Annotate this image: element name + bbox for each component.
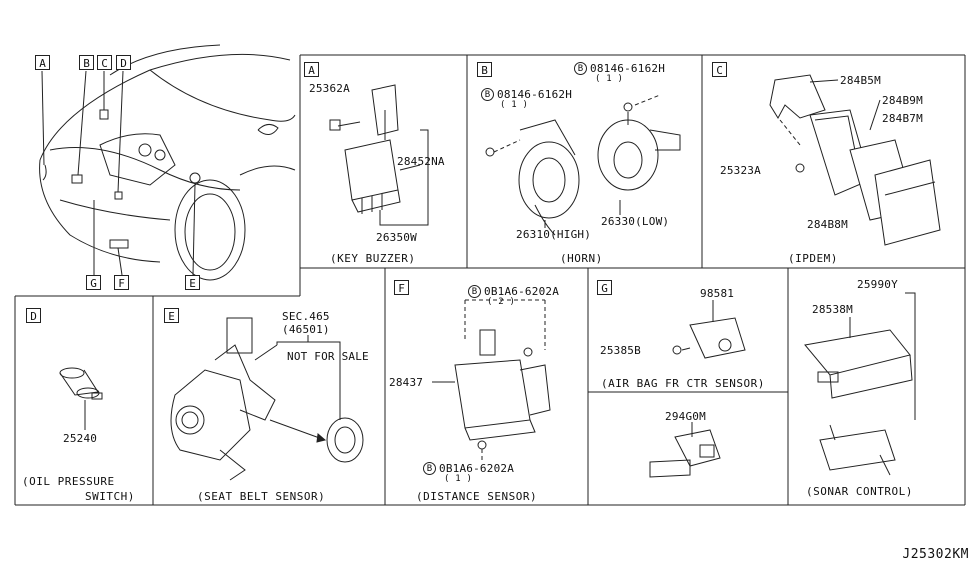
callout-g[interactable]: G: [86, 275, 101, 290]
callout-b[interactable]: B: [79, 55, 94, 70]
part-284b7m: 284B7M: [882, 112, 923, 125]
bolt-b-icon-2: B: [481, 88, 494, 101]
qty-f-top: ( 2 ): [487, 297, 516, 307]
callout-c[interactable]: C: [97, 55, 112, 70]
distance-sensor-art: [432, 299, 551, 460]
part-25362a: 25362A: [309, 82, 350, 95]
caption-oil-pressure-2: SWITCH): [85, 490, 135, 503]
bolt-b-icon-3: B: [468, 285, 481, 298]
part-26310-high: 26310(HIGH): [516, 228, 592, 241]
panel-c-letter: C: [712, 62, 727, 77]
part-284b8m: 284B8M: [807, 218, 848, 231]
horn-art: [485, 94, 681, 236]
callout-e[interactable]: E: [185, 275, 200, 290]
callout-d[interactable]: D: [116, 55, 131, 70]
callout-a[interactable]: A: [35, 55, 50, 70]
part-25323a: 25323A: [720, 164, 761, 177]
part-28452na: 28452NA: [397, 155, 445, 168]
part-294g0m: 294G0M: [665, 410, 706, 423]
module-294g0m-art: [649, 422, 721, 478]
panel-f-letter: F: [394, 280, 409, 295]
panel-d-letter: D: [26, 308, 41, 323]
diagram-code: J25302KM: [902, 547, 969, 562]
car-front-sketch: [39, 44, 296, 281]
caption-oil-pressure-1: (OIL PRESSURE: [22, 475, 115, 488]
qty-top: ( 1 ): [595, 74, 624, 84]
bolt-b-icon-4: B: [423, 462, 436, 475]
part-26350w: 26350W: [376, 231, 417, 244]
sec-465: SEC.465: [282, 310, 330, 323]
part-0b1a6-6202a-top: 0B1A6-6202A: [484, 285, 560, 298]
oil-pressure-switch-art: [59, 367, 103, 430]
part-25990y: 25990Y: [857, 278, 898, 291]
caption-air-bag-sensor: (AIR BAG FR CTR SENSOR): [601, 377, 765, 390]
part-284b9m: 284B9M: [882, 94, 923, 107]
key-buzzer-art: [329, 84, 429, 226]
panel-a-letter: A: [304, 62, 319, 77]
part-25385b: 25385B: [600, 344, 641, 357]
part-25240: 25240: [63, 432, 98, 445]
callout-f[interactable]: F: [114, 275, 129, 290]
sec-46501: (46501): [282, 323, 330, 336]
qty-f-bottom: ( 1 ): [444, 474, 473, 484]
caption-key-buzzer: (KEY BUZZER): [330, 252, 416, 265]
caption-ipdem: (IPDEM): [788, 252, 838, 265]
part-0b1a6-6202a-bottom: 0B1A6-6202A: [439, 462, 515, 475]
airbag-sensor-art: [672, 300, 746, 359]
panel-e-letter: E: [164, 308, 179, 323]
caption-distance-sensor: (DISTANCE SENSOR): [416, 490, 538, 503]
part-26330-low: 26330(LOW): [601, 215, 670, 228]
part-98581: 98581: [700, 287, 735, 300]
qty-left: ( 1 ): [500, 100, 529, 110]
caption-horn: (HORN): [560, 252, 603, 265]
caption-seat-belt-sensor: (SEAT BELT SENSOR): [197, 490, 326, 503]
caption-sonar-control: (SONAR CONTROL): [806, 485, 913, 498]
part-284b5m: 284B5M: [840, 74, 881, 87]
ipdem-art: [769, 74, 941, 246]
sonar-control-art: [804, 292, 916, 476]
panel-g-letter: G: [597, 280, 612, 295]
bolt-b-icon: B: [574, 62, 587, 75]
not-for-sale-note: NOT FOR SALE: [287, 350, 369, 363]
part-08146-6162h-top: 08146-6162H: [590, 62, 666, 75]
panel-b-letter: B: [477, 62, 492, 77]
part-08146-6162h-left: 08146-6162H: [497, 88, 573, 101]
part-28538m: 28538M: [812, 303, 853, 316]
part-28437: 28437: [389, 376, 424, 389]
seat-belt-art: [170, 317, 364, 481]
